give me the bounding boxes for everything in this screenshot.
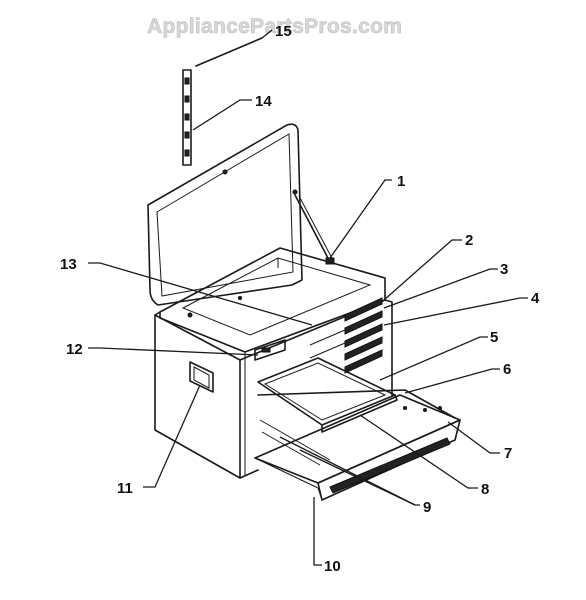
leader-lines: [88, 29, 528, 566]
lower-drawer: [254, 389, 461, 501]
callout-11: 11: [117, 480, 133, 497]
callout-5: 5: [490, 329, 498, 346]
callout-7: 7: [504, 445, 512, 462]
callout-6: 6: [503, 361, 511, 378]
part-15-pin: [195, 37, 263, 67]
part-10-drawer-pull: [329, 437, 451, 494]
callout-15: 15: [275, 23, 292, 40]
callout-1: 1: [397, 173, 405, 190]
chest-body: [154, 299, 393, 479]
callout-9: 9: [423, 499, 431, 516]
callout-10: 10: [324, 558, 341, 575]
callout-8: 8: [481, 481, 489, 498]
callout-12: 12: [66, 341, 83, 358]
chest-lid: [147, 123, 303, 306]
callout-labels: 1 2 3 4 5 6 7 8 9 10 11 12 13 14 15: [60, 23, 540, 575]
part-11-side-handle: [189, 361, 214, 393]
callout-3: 3: [500, 261, 508, 278]
callout-2: 2: [465, 232, 473, 249]
drawer-slides: [309, 297, 383, 374]
part-14-hinge-strip: [182, 69, 192, 166]
part-12-bracket: [254, 339, 286, 361]
watermark-text: AppliancePartsPros.com: [147, 15, 402, 38]
callout-4: 4: [531, 290, 540, 307]
callout-13: 13: [60, 256, 77, 273]
callout-14: 14: [255, 93, 272, 110]
